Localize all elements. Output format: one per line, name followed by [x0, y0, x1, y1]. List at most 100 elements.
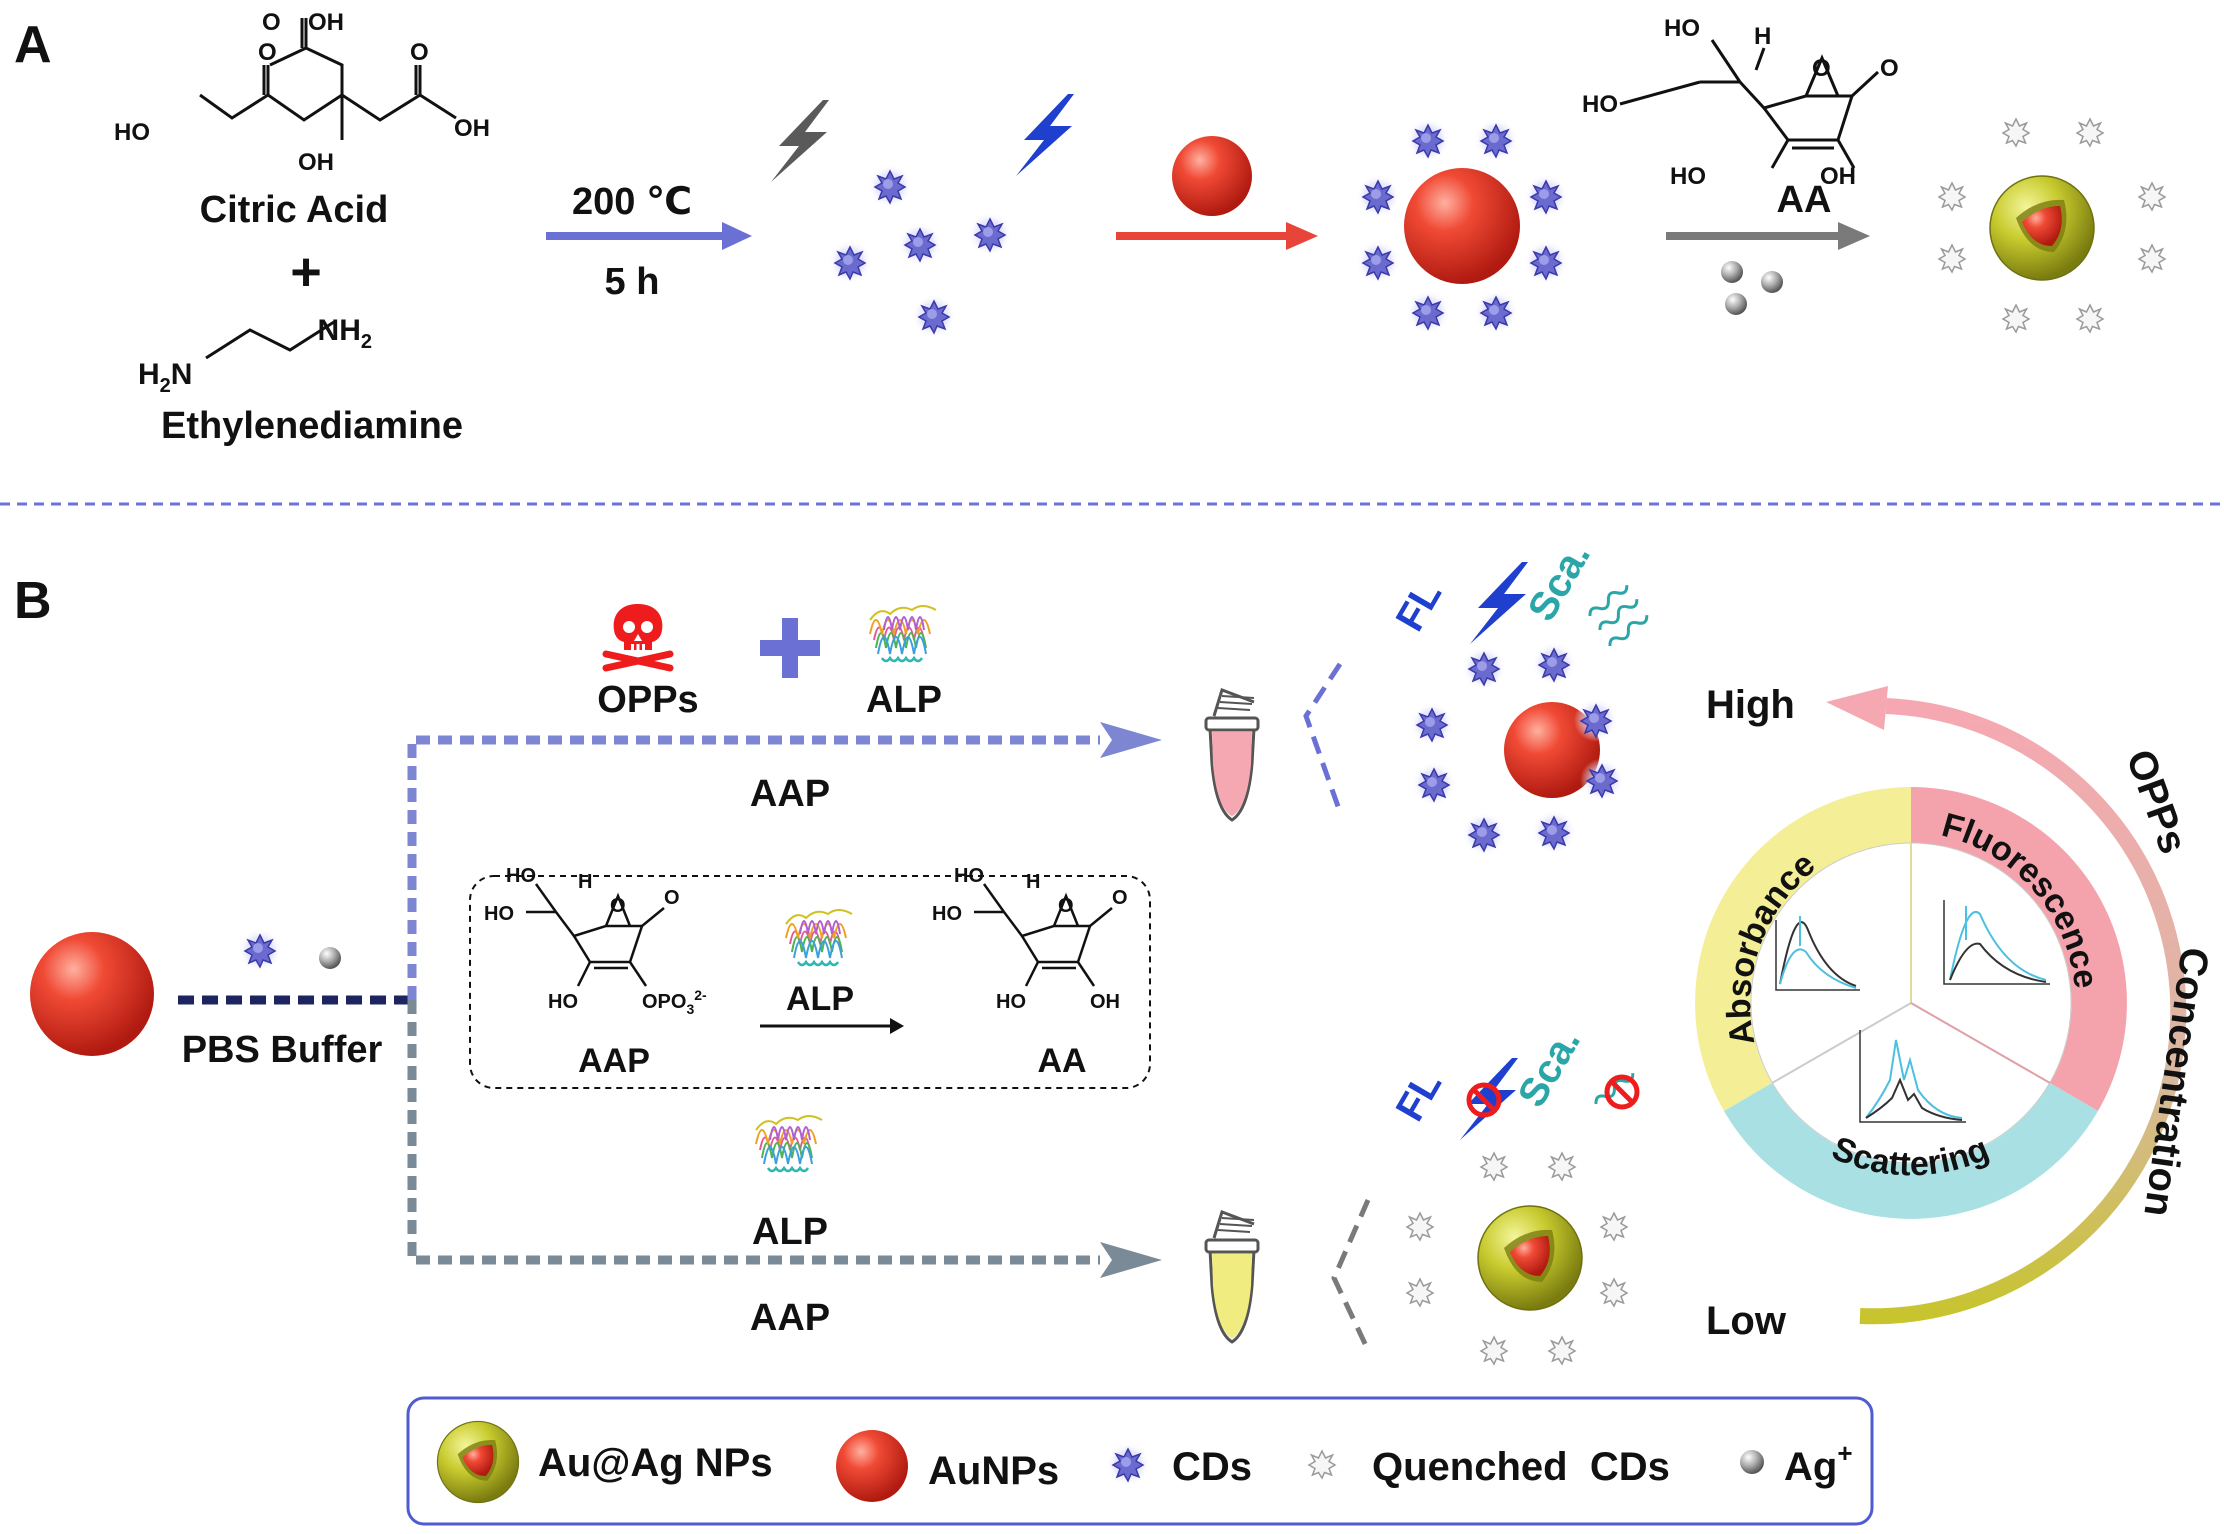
carbon-dot [1573, 697, 1619, 743]
rx-alp-label: ALP [786, 980, 854, 1018]
quenched-cd [1600, 1212, 1628, 1241]
citric-o-left: O [258, 39, 277, 66]
carbon-dot [1523, 173, 1569, 219]
aa-ho2: HO [1582, 91, 1618, 118]
carbon-dot [1473, 117, 1519, 163]
ag-ion [319, 947, 341, 969]
alp-enzyme-icon [868, 604, 938, 663]
quenched-cd [1938, 244, 1966, 273]
quenched-cd [2076, 304, 2104, 333]
legend-au-ag-label: Au@Ag NPs [538, 1441, 773, 1485]
panel-a: A OH O O O HO OH OH Citric Acid + NH2 H2… [14, 9, 2166, 447]
aa-ho1: HO [1664, 15, 1700, 42]
aa-o-ring: O [1812, 55, 1831, 82]
carbon-dot [1355, 239, 1401, 285]
aa-ho3: HO [1670, 163, 1706, 190]
bottom-branch-arrowhead [1100, 1242, 1162, 1278]
citric-acid-structure [199, 18, 457, 140]
absorbance-spectrum-thumb [1775, 916, 1860, 991]
aa-structure-rx [974, 883, 1113, 987]
quenched-cd [2002, 304, 2030, 333]
wheel-segment-absorbance [1695, 787, 1911, 1111]
ethylenediamine-h2n: H2N [138, 358, 192, 397]
quenched-cd [1548, 1336, 1576, 1365]
rx-h-a: H [578, 871, 592, 893]
rx-ho-b: HO [484, 903, 514, 925]
ascorbic-acid-structure [1700, 39, 1880, 169]
rx-opo3: OPO32- [642, 987, 707, 1017]
legend: Au@Ag NPs AuNPs CDs Quenched CDs Ag+ [406, 1396, 1874, 1526]
carbon-dot [1409, 701, 1455, 747]
rx-ho-e: HO [932, 903, 962, 925]
quenched-cd [1480, 1152, 1508, 1181]
sca-label-top: Sca. [1520, 535, 1599, 628]
rx-o-ring-a: O [610, 895, 626, 917]
citric-ho-left: HO [114, 119, 150, 146]
legend-quenched-cd-label: Quenched CDs [1372, 1445, 1670, 1489]
sca-label-bottom: Sca. [1510, 1021, 1589, 1114]
aap-structure [526, 883, 665, 987]
carbon-dot [1355, 173, 1401, 219]
quenched-cd [2002, 118, 2030, 147]
carbon-dot [1579, 757, 1625, 803]
carbon-dot [1405, 289, 1451, 335]
carbon-dot [897, 221, 943, 267]
skull-icon [606, 604, 670, 668]
rx-aa-label: AA [1037, 1042, 1086, 1080]
aap-label-bottom: AAP [750, 1297, 830, 1339]
alp-enzyme-icon [754, 1114, 824, 1173]
opps-label: OPPs [597, 679, 698, 721]
carbon-dot [967, 211, 1013, 257]
concentration-axis-label: Concentration [2135, 945, 2216, 1220]
ag-ion [1721, 261, 1743, 283]
quenched-cd [1480, 1336, 1508, 1365]
ag-ion [1725, 293, 1747, 315]
lightning-blue-icon [1470, 562, 1528, 644]
step1-temperature: 200 ℃ [572, 181, 692, 223]
carbon-dot [911, 293, 957, 339]
aa-h: H [1754, 23, 1771, 50]
carbon-dot [1461, 645, 1507, 691]
ethylenediamine-name: Ethylenediamine [161, 405, 463, 447]
carbon-dot [1405, 117, 1451, 163]
plus-sign: + [290, 242, 322, 302]
scattering-spectrum-thumb [1859, 1030, 1966, 1123]
ag-ion [1761, 271, 1783, 293]
alp-enzyme-icon [784, 908, 854, 967]
legend-ag-label: Ag+ [1784, 1438, 1853, 1489]
step3-arrowhead [1838, 222, 1870, 250]
reaction-box [469, 875, 1151, 1089]
lightning-gray-icon [771, 100, 829, 182]
legend-cd-icon [1105, 1441, 1151, 1487]
lightning-blue-icon [1016, 94, 1074, 176]
rx-o-keto-d: O [1112, 887, 1128, 909]
legend-aunp-label: AuNPs [928, 1449, 1059, 1493]
citric-o-right: O [410, 39, 429, 66]
carbon-dot [827, 239, 873, 285]
rx-ho-a: HO [506, 865, 536, 887]
aap-label-top: AAP [750, 773, 830, 815]
tube-top-liquid [1212, 732, 1252, 816]
alp-label-top: ALP [866, 679, 942, 721]
legend-ag-icon [1740, 1450, 1764, 1474]
step1-arrowhead [722, 222, 752, 250]
pbs-label: PBS Buffer [182, 1029, 383, 1071]
panel-a-label: A [14, 16, 52, 74]
au-ag-np [1989, 175, 2095, 281]
panel-b-label: B [14, 572, 52, 630]
aunp-cd-complex [1404, 168, 1520, 284]
carbon-dot [237, 927, 283, 973]
carbon-dot [1523, 239, 1569, 285]
citric-oh-top: OH [308, 9, 344, 36]
top-branch-arrowhead [1100, 722, 1162, 758]
citric-o-mid: O [262, 9, 281, 36]
citric-oh-right: OH [454, 115, 490, 142]
concentration-band [1859, 698, 2187, 1325]
scatter-waves-icon [1585, 580, 1651, 651]
tube-bottom-liquid [1212, 1254, 1252, 1338]
alp-label-bottom: ALP [752, 1211, 828, 1253]
quenched-cd [1406, 1212, 1434, 1241]
concentration-arrowhead [1826, 686, 1888, 730]
aa-label: AA [1777, 179, 1832, 221]
